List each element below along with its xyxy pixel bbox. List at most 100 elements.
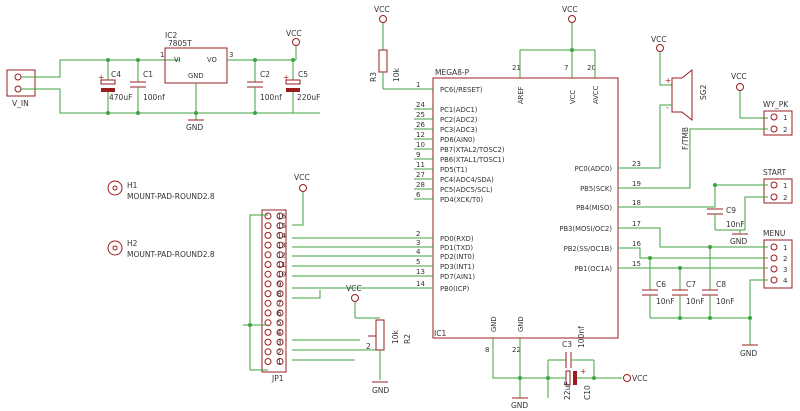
mcu-pin-number: 2	[416, 230, 420, 238]
svg-text:1: 1	[783, 182, 787, 190]
svg-text:C5: C5	[298, 70, 308, 79]
svg-text:VCC: VCC	[374, 5, 390, 14]
svg-text:100nf: 100nf	[577, 326, 586, 348]
mcu-pin-label: PC5(ADC5/SCL)	[440, 186, 493, 194]
svg-text:1: 1	[783, 114, 787, 122]
svg-text:H2: H2	[127, 239, 138, 248]
jp1-pin-pad	[276, 299, 284, 307]
jp1-pin-pad	[264, 290, 272, 298]
jp1-pin-pad	[264, 231, 272, 239]
svg-text:START: START	[763, 168, 787, 177]
jp1-pin-pad	[264, 212, 272, 220]
jp1-pin-pad	[264, 319, 272, 327]
mcu-pin-number: 21	[512, 64, 521, 72]
mcu-ground-section: GND C3 100nf + 22uF C10 VCC	[492, 326, 648, 410]
mcu-pin-label: GND	[490, 316, 498, 332]
power-supply-section: V_IN + C4 470uF C1 100nf IC2 7805T	[6, 29, 320, 132]
mcu-pin-number: 18	[632, 199, 641, 207]
jp1-pin-pad	[276, 358, 284, 365]
svg-text:+: +	[580, 367, 586, 376]
svg-text:10nF: 10nF	[686, 297, 705, 306]
mcu-pin-number: 20	[587, 64, 596, 72]
svg-text:100nf: 100nf	[143, 93, 165, 102]
jp1-pin-pad	[264, 309, 272, 317]
svg-text:GND: GND	[372, 386, 389, 395]
regulator-ic2: IC2 7805T VI VO GND 1 3	[160, 31, 233, 120]
svg-text:VCC: VCC	[632, 374, 648, 383]
capacitor-c7: C7 10nF	[672, 266, 705, 318]
svg-text:H1: H1	[127, 181, 138, 190]
svg-text:F/TMB: F/TMB	[681, 127, 690, 150]
mcu-pin-label: GND	[517, 316, 525, 332]
svg-text:V_IN: V_IN	[12, 99, 29, 108]
jp1-pin-number: 14	[277, 232, 286, 240]
jp1-pin-pad	[276, 251, 284, 259]
jp1-pin-number: 3	[277, 339, 281, 347]
mcu-pin-label: PC4(ADC4/SDA)	[440, 176, 494, 184]
mcu-pin-label: PB1(OC1A)	[575, 265, 613, 273]
svg-text:VCC: VCC	[286, 29, 302, 38]
mcu-pin-number: 24	[416, 101, 425, 109]
jp1-pin-pad	[276, 309, 284, 317]
svg-text:C9: C9	[726, 206, 736, 215]
buzzer-sg2: VCC + - SG2 F/TMB	[618, 35, 708, 169]
svg-text:10nF: 10nF	[716, 297, 735, 306]
svg-text:VCC: VCC	[294, 173, 310, 182]
jp1-pin-pad	[264, 348, 272, 356]
svg-text:3: 3	[783, 266, 787, 274]
mcu-pin-label: PD1(TXD)	[440, 244, 473, 252]
jp1-pin-number: 12	[277, 251, 286, 259]
svg-text:2: 2	[783, 255, 787, 263]
svg-text:VCC: VCC	[346, 284, 362, 293]
mcu-pin-label: PC2(ADC2)	[440, 116, 478, 124]
mcu-pin-number: 5	[416, 258, 420, 266]
jp1-pin-pad	[276, 328, 284, 336]
svg-text:GND: GND	[511, 401, 528, 410]
svg-text:MOUNT-PAD-ROUND2.8: MOUNT-PAD-ROUND2.8	[127, 192, 215, 201]
mcu-pin-label: PD3(INT1)	[440, 263, 475, 271]
mcu-ic1: MEGA8-P IC1 1PC6(/RESET)24PC1(ADC1)25PC2…	[414, 64, 641, 354]
mcu-pin-label: PB2(SS/OC1B)	[564, 245, 613, 253]
svg-text:VCC: VCC	[562, 5, 578, 14]
mcu-pin-number: 6	[416, 191, 421, 199]
mcu-pin-number: 17	[632, 220, 641, 228]
mcu-pin-label: PB5(SCK)	[580, 185, 612, 193]
svg-text:JP1: JP1	[271, 374, 284, 383]
jp1-pin-pad	[276, 290, 284, 298]
svg-text:GND: GND	[186, 123, 203, 132]
mcu-pin-label: PD4(XCK/T0)	[440, 196, 483, 204]
mcu-pin-label: AVCC	[592, 85, 600, 104]
svg-text:470uF: 470uF	[109, 93, 132, 102]
mcu-pin-number: 23	[632, 160, 641, 168]
mcu-pin-label: PB4(MISO)	[576, 204, 612, 212]
jp1-pin-pad	[276, 212, 284, 220]
svg-text:C4: C4	[111, 70, 121, 79]
svg-text:C1: C1	[143, 70, 153, 79]
mcu-pin-label: PD6(AIN0)	[440, 136, 475, 144]
svg-text:MOUNT-PAD-ROUND2.8: MOUNT-PAD-ROUND2.8	[127, 250, 215, 259]
jp1-pin-pad	[264, 358, 272, 365]
svg-text:10k: 10k	[392, 67, 401, 82]
svg-text:22uF: 22uF	[563, 381, 572, 400]
jp1-pin-pad	[264, 299, 272, 307]
jp1-pin-number: 1	[277, 358, 281, 366]
svg-text:IC2: IC2	[165, 31, 177, 40]
mcu-pin-label: PB0(ICP)	[440, 285, 470, 293]
svg-text:10nF: 10nF	[726, 220, 745, 229]
jp1-pin-pad	[276, 280, 284, 288]
mcu-pin-label: PB3(MOSI/OC2)	[559, 225, 612, 233]
jp1-pin-number: 2	[277, 348, 281, 356]
svg-text:100nf: 100nf	[260, 93, 282, 102]
mcu-pin-label: PD2(INT0)	[440, 253, 475, 261]
jp1-pin-pad	[276, 338, 284, 346]
svg-text:C2: C2	[260, 70, 270, 79]
connector-wypk: VCC 1 2 WY_PK	[618, 72, 793, 189]
mcu-pin-number: 12	[416, 131, 425, 139]
connector-start: 1 2 START C9 10nF GND	[618, 168, 793, 246]
svg-text:C8: C8	[716, 280, 726, 289]
mount-pad-h1: H1 MOUNT-PAD-ROUND2.8	[107, 180, 215, 201]
jp1-pin-number: 16	[277, 213, 286, 221]
svg-text:VI: VI	[174, 56, 181, 64]
svg-text:-: -	[666, 103, 669, 112]
